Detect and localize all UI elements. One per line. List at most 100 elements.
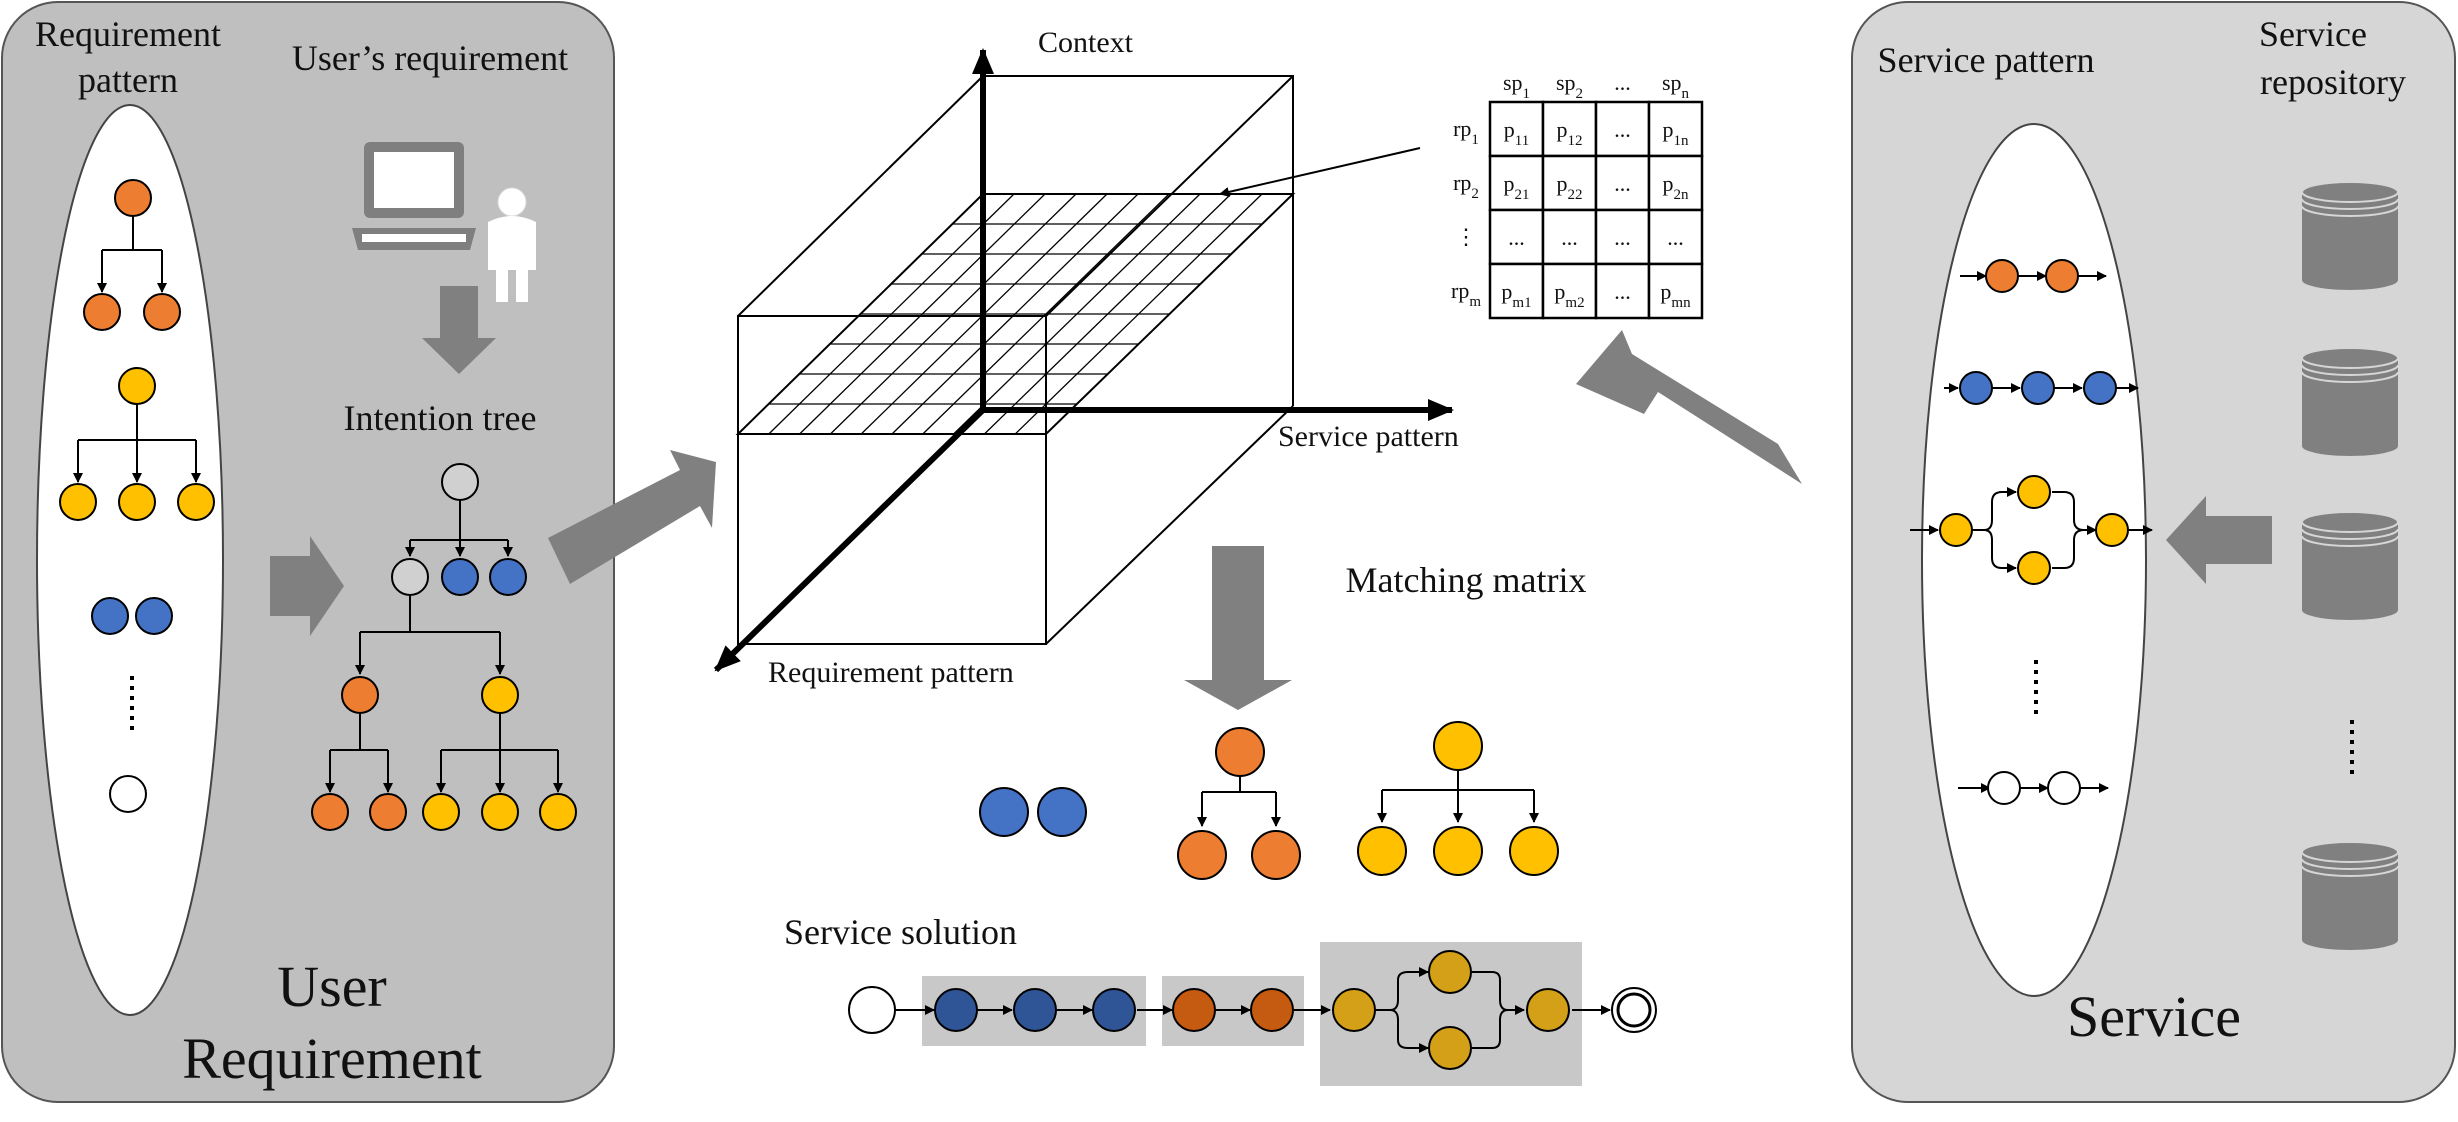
matched-node-orange: [1177, 830, 1227, 880]
matrix-cell-value-base: p: [1557, 171, 1568, 196]
solution-node-blue: [1092, 988, 1136, 1032]
requirement-pattern-tree-yellow: [73, 404, 201, 483]
matrix-cell-value: p12: [1557, 117, 1583, 149]
service-repository-databases: [2301, 181, 2399, 950]
matrix-cell: [1488, 100, 1545, 158]
database-icon: [2301, 841, 2399, 950]
service-node-yellow: [1939, 513, 1973, 547]
intention-tree-edges: [325, 500, 563, 793]
right-arrow-to-intention-tree: [270, 536, 344, 636]
intention-node-yellow: [481, 676, 519, 714]
matched-tree-orange: [1197, 776, 1281, 827]
solution-node-blue: [934, 988, 978, 1032]
intention-node-blue: [489, 558, 527, 596]
matrix-cell-value-subscript: 21: [1515, 187, 1530, 203]
matrix-row-header: rpm: [1451, 278, 1481, 310]
context-axis-label: Context: [1038, 26, 1134, 59]
matrix-row-header-base: rp: [1453, 170, 1471, 195]
matrix-col-header-base: sp: [1556, 70, 1576, 95]
service-solution-chain: [848, 942, 1657, 1086]
matrix-row-header-subscript: 1: [1471, 132, 1479, 148]
matrix-cell-value-base: p: [1504, 171, 1515, 196]
person-icon: [430, 187, 536, 302]
service-pattern-chains: [1910, 271, 2153, 793]
down-arrow-to-intention-tree: [422, 286, 496, 374]
intention-node-blue: [441, 558, 479, 596]
service-node-blue: [2021, 371, 2055, 405]
matrix-col-header: ...: [1614, 70, 1631, 95]
requirement-pattern-label-line2: pattern: [78, 60, 178, 100]
solution-end-node-ring: [1616, 992, 1652, 1028]
intention-node-orange: [369, 793, 407, 831]
service-repository-label-line2: repository: [2260, 62, 2406, 102]
pointer-to-grid: [1219, 147, 1421, 197]
matrix-cell-value: ...: [1614, 171, 1631, 196]
matrix-cell: [1541, 262, 1598, 320]
node-orange: [83, 293, 121, 331]
matrix-cell-value-base: p: [1501, 279, 1512, 304]
requirement-pattern-tree-orange: [97, 216, 167, 293]
matching-matrix-label: Matching matrix: [1346, 560, 1587, 600]
matrix-cell-value-subscript: m1: [1512, 295, 1531, 311]
service-node-white: [1987, 771, 2021, 805]
arrow-to-matching-cube: [548, 450, 716, 584]
matrix-cell-value-base: ...: [1614, 117, 1631, 142]
matrix-cell-value: ...: [1614, 117, 1631, 142]
matrix-cell: [1594, 262, 1651, 320]
arrow-to-matrix: [1576, 330, 1802, 484]
matrix-cell-value-subscript: 12: [1568, 133, 1583, 149]
service-pattern-label: Service pattern: [1878, 40, 2095, 80]
user-requirement-title-line1: User: [277, 954, 387, 1019]
computer-icon: [352, 142, 476, 250]
matrix-cell-value-subscript: m2: [1565, 295, 1584, 311]
requirement-pattern-label-line1: Requirement: [35, 14, 221, 54]
matrix-cell: [1488, 262, 1545, 320]
matrix-cell-value-base: p: [1663, 117, 1674, 142]
matrix-cell-value-subscript: 1n: [1674, 133, 1690, 149]
requirement-pattern-axis: [713, 407, 986, 673]
intention-node-yellow: [422, 793, 460, 831]
down-arrow-to-results: [1184, 546, 1292, 710]
node-white: [109, 775, 147, 813]
node-orange: [143, 293, 181, 331]
intention-node-root: [441, 463, 479, 501]
matrix-cell-value-base: p: [1554, 279, 1565, 304]
node-blue: [135, 597, 173, 635]
matrix-cell: [1647, 100, 1704, 158]
cube-axes: [713, 48, 1454, 673]
matrix-col-header-base: sp: [1503, 70, 1523, 95]
matrix-cell-value: pm1: [1501, 279, 1531, 311]
matched-node-yellow: [1433, 721, 1483, 771]
context-grid-plane: [768, 193, 1263, 435]
matrix-cell-value: ...: [1614, 279, 1631, 304]
intention-node-gray: [391, 558, 429, 596]
matrix-cell-value-base: p: [1660, 279, 1671, 304]
service-node-yellow: [2017, 551, 2051, 585]
service-repository-label-line1: Service: [2259, 14, 2367, 54]
service-node-orange: [1985, 259, 2019, 293]
matrix-cell-value-base: ...: [1508, 225, 1525, 250]
service-node-yellow: [2017, 475, 2051, 509]
matrix-cell-value: ...: [1667, 225, 1684, 250]
matrix-cell-value: pmn: [1660, 279, 1691, 311]
requirement-pattern-axis-label: Requirement pattern: [768, 656, 1014, 689]
matrix-row-header-base: rp: [1451, 278, 1469, 303]
matrix-col-header: spn: [1662, 70, 1690, 102]
solution-node-blue: [1013, 988, 1057, 1032]
matrix-cell-value: ...: [1561, 225, 1578, 250]
users-requirement-label: User’s requirement: [292, 38, 568, 78]
solution-node-yellow: [1428, 950, 1472, 994]
solution-node-orange: [1250, 988, 1294, 1032]
matrix-cell-value: ...: [1508, 225, 1525, 250]
matrix-cell: [1541, 100, 1598, 158]
service-panel: Service pattern Service repository: [1851, 1, 2456, 1103]
matrix-cell-value: p11: [1504, 117, 1529, 149]
matrix-col-header: sp1: [1503, 70, 1530, 102]
matrix-cell-value: pm2: [1554, 279, 1584, 311]
solution-node-orange: [1172, 988, 1216, 1032]
matrix-cell-value-subscript: 2n: [1674, 187, 1690, 203]
matrix-cell-value-subscript: 22: [1568, 187, 1583, 203]
service-pattern-axis-label: Service pattern: [1278, 420, 1459, 453]
intention-node-orange: [311, 793, 349, 831]
